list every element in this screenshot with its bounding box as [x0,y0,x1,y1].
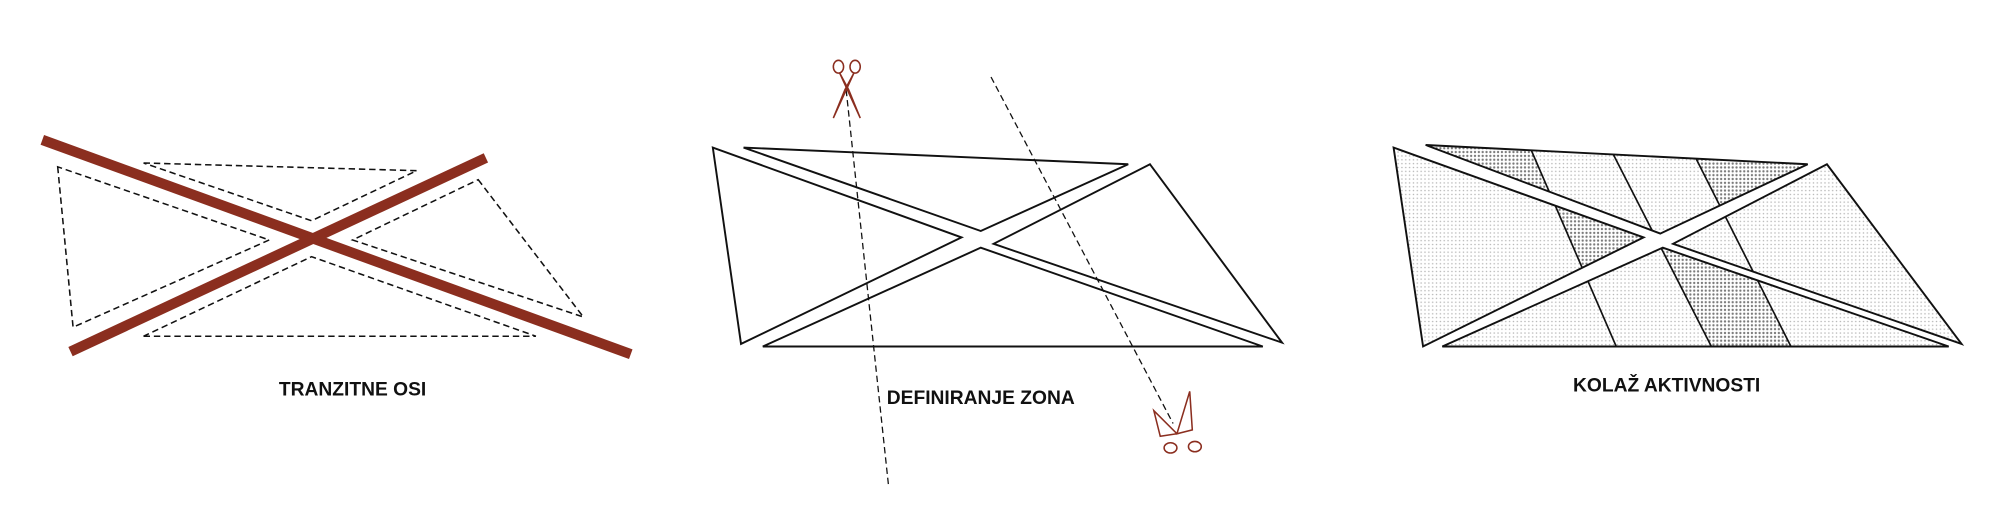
zones [711,146,1285,348]
transit-axis-1 [40,135,633,360]
zone-bottom-outline [143,255,537,337]
zone-right [991,163,1285,345]
panel-label: DEFINIRANJE ZONA [887,388,1075,409]
panel-tranzitne-osi: TRANZITNE OSI [40,135,633,400]
cut-line-1 [845,89,890,486]
scissors-icon [1152,391,1203,454]
activity-fills [1393,145,1962,347]
zone-left [711,146,965,346]
zone-left-outline [56,165,272,329]
cut-line-2 [990,76,1174,424]
panel-kolaz-aktivnosti: KOLAŽ AKTIVNOSTI [1392,144,1965,396]
zone-top [743,146,1129,233]
zone-bottom [762,246,1264,348]
panel-label: KOLAŽ AKTIVNOSTI [1573,374,1760,396]
transit-axis-2 [68,153,489,357]
zone-right-outline [350,178,586,319]
panel-definiranje-zona: DEFINIRANJE ZONA [711,59,1285,486]
band-dividers [1521,145,1799,347]
scissors-icon [832,59,862,119]
zones [1392,144,1965,348]
dashed-zones [56,162,586,337]
panel-label: TRANZITNE OSI [279,379,426,400]
zone-top-outline [143,162,417,222]
cut-lines [845,76,1174,486]
